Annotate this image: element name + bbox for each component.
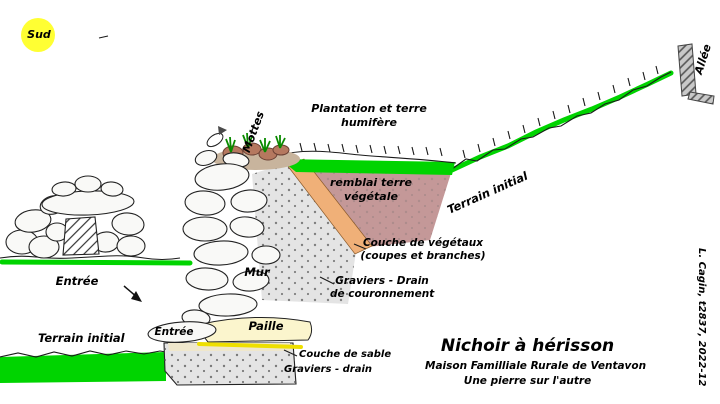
- mur-stone-wall: [181, 149, 281, 327]
- front-entrance-hatch: [62, 216, 100, 256]
- entree-front-label: Entrée: [55, 274, 99, 288]
- couche-vegetaux-label-line2: (coupes et branches): [360, 250, 486, 263]
- credit-label: L. Cagin, t2837, 2022-12: [696, 248, 707, 387]
- remblai-label: remblai terre végétale: [328, 176, 414, 204]
- entrance-slab-stone: [147, 321, 217, 343]
- diagram-tagline: Une pierre sur l'autre: [463, 375, 592, 388]
- foundation: [163, 342, 297, 386]
- plantation-label-line2: humifère: [340, 115, 398, 129]
- small-stone-marker: [206, 132, 224, 148]
- mur-label: Mur: [244, 265, 270, 279]
- graviers-couronnement-line1: Graviers - Drain: [335, 275, 429, 287]
- plantation-label-line1: Plantation et terre: [311, 102, 427, 115]
- diagram-subtitle: Maison Familliale Rurale de Ventavon: [425, 360, 647, 373]
- couche-vegetaux-label-line1: Couche de végétaux: [362, 237, 484, 249]
- graviers-couronnement-line2: de couronnement: [330, 288, 435, 301]
- front-view-structure: [5, 175, 146, 259]
- sun-compass-shape: [21, 18, 55, 52]
- remblai-label-line2: végétale: [344, 189, 398, 203]
- graviers-couronnement-label: Graviers - Drain de couronnement: [330, 275, 434, 301]
- terrain-strip-bottom-left: [0, 350, 167, 383]
- stray-mark: [98, 35, 109, 39]
- paille-yellow-line: [197, 342, 303, 349]
- direction-arrow: [123, 285, 142, 302]
- mound-layers: [252, 142, 457, 304]
- remblai-label-line1: remblai terre: [329, 176, 413, 189]
- couche-vegetaux-label: Couche de végétaux (coupes et branches): [360, 237, 486, 263]
- terrain-initial-bottom-label: Terrain initial: [38, 331, 125, 345]
- marker-flag: [218, 126, 227, 135]
- ground-line-front: [0, 255, 193, 266]
- graviers-drain-label: Graviers - drain: [284, 364, 372, 375]
- paille-label: Paille: [248, 319, 284, 333]
- plantation-label: Plantation et terre humifère: [300, 102, 438, 130]
- leader-lines: [283, 243, 367, 357]
- entree-mound-label: Entrée: [154, 326, 194, 338]
- compass-sud-label: Sud: [27, 28, 51, 41]
- allee-post: [677, 43, 715, 105]
- topsoil-green-layer: [280, 159, 455, 175]
- diagram-title: Nichoir à hérisson: [440, 336, 615, 356]
- couche-sable-label: Couche de sable: [299, 349, 392, 360]
- title-block: Nichoir à hérisson Maison Familliale Rur…: [425, 336, 647, 389]
- terrain-slope: [449, 65, 674, 173]
